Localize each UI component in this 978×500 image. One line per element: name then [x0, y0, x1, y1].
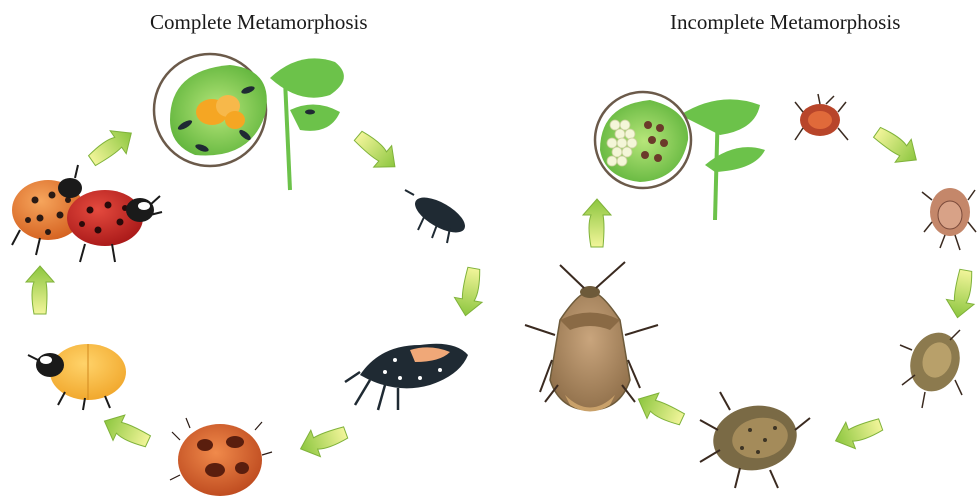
leaf: [270, 58, 344, 97]
incomplete-cycle: [525, 92, 978, 488]
young-larva-stage: [405, 190, 470, 243]
second-instar-nymph-stage: [922, 188, 976, 250]
cycle-arrow: [831, 411, 886, 454]
cycle-arrow: [26, 266, 54, 314]
cycle-arrow: [869, 121, 924, 171]
pupa-stage: [170, 418, 272, 496]
third-instar-nymph-stage: [900, 326, 968, 408]
cycle-arrow: [84, 122, 139, 172]
cycle-arrow: [452, 266, 488, 318]
leaf: [705, 147, 765, 172]
leaf: [680, 99, 760, 135]
cycle-arrow: [633, 386, 688, 432]
new-adult-stage: [28, 344, 126, 410]
eggs-on-leaf-stage: [595, 92, 765, 220]
cycle-arrow: [583, 199, 611, 247]
plant-stem: [285, 80, 290, 190]
adult-stage: [525, 262, 658, 412]
first-instar-nymph-stage: [795, 94, 848, 140]
cycle-arrow: [349, 125, 404, 177]
cycle-arrow: [944, 268, 978, 320]
older-larva-stage: [345, 344, 468, 410]
complete-cycle: [12, 54, 488, 496]
leaf: [290, 104, 340, 130]
cycle-arrow: [296, 419, 351, 462]
cycle-arrow: [99, 408, 154, 454]
mating-adults-stage: [12, 165, 162, 262]
fourth-instar-nymph-stage: [700, 392, 810, 488]
eggs-on-leaf-stage: [154, 54, 344, 190]
